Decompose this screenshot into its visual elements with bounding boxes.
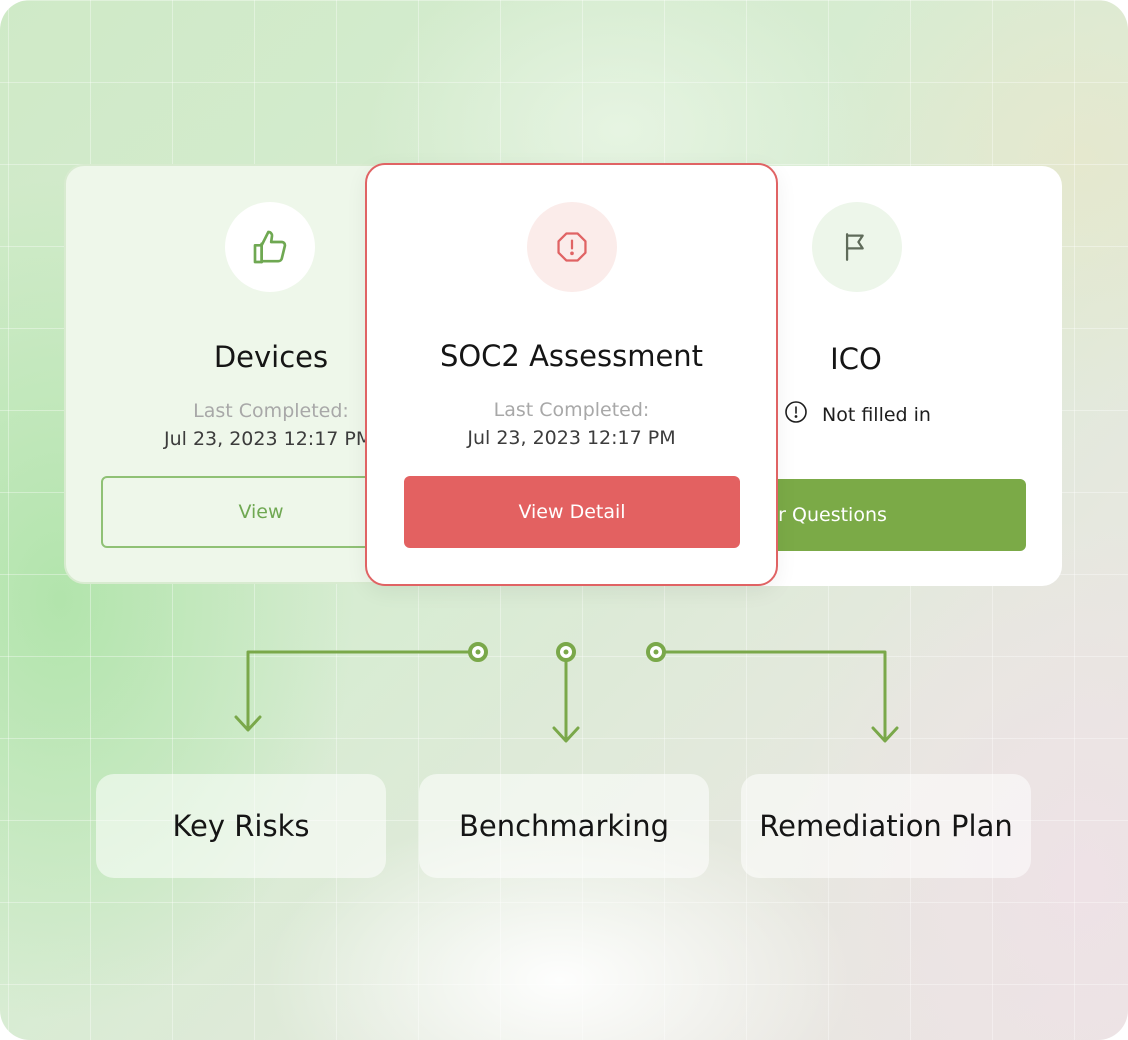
last-completed-value: Jul 23, 2023 12:17 PM [467, 427, 676, 449]
connector-left-line [246, 650, 480, 730]
thumbs-up-icon [225, 202, 315, 292]
card-title: Devices [213, 340, 329, 374]
last-completed-label: Last Completed: [193, 400, 349, 422]
connector-center-arrow [552, 726, 580, 743]
soc2-assessment-card: SOC2 Assessment Last Completed: Jul 23, … [365, 163, 778, 586]
status-row: Not filled in [784, 400, 931, 429]
benchmarking-box[interactable]: Benchmarking [419, 774, 709, 878]
info-circle-icon [784, 400, 808, 429]
warning-octagon-icon [527, 202, 617, 292]
remediation-plan-box[interactable]: Remediation Plan [741, 774, 1031, 878]
flag-icon [812, 202, 902, 292]
connector-left-arrow [234, 715, 262, 732]
status-text: Not filled in [822, 403, 931, 426]
card-title: SOC2 Assessment [439, 339, 704, 373]
last-completed-label: Last Completed: [493, 399, 650, 421]
connector-right-arrow [871, 726, 899, 743]
key-risks-box[interactable]: Key Risks [96, 774, 386, 878]
view-detail-button[interactable]: View Detail [404, 476, 740, 548]
card-title: ICO [830, 342, 882, 376]
connector-right-line [654, 650, 887, 742]
last-completed-value: Jul 23, 2023 12:17 PM [164, 428, 373, 450]
